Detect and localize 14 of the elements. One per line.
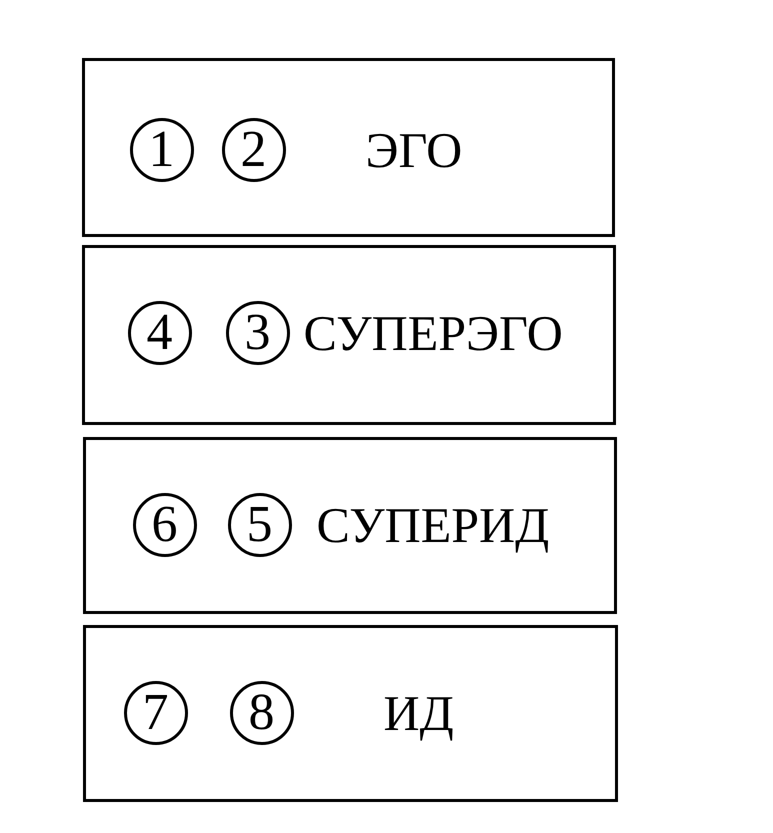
callout-number: 8	[230, 680, 294, 744]
callout-number: 4	[128, 300, 192, 364]
layer-label: ЭГО	[366, 124, 462, 174]
layer-box	[83, 625, 618, 802]
callout-number: 3	[226, 300, 290, 364]
layer-box	[83, 437, 617, 614]
callout-number: 7	[124, 680, 188, 744]
callout-number: 2	[222, 118, 286, 182]
layer-box	[82, 245, 616, 425]
callout-number: 5	[228, 492, 292, 556]
layer-label: СУПЕРЭГО	[304, 308, 563, 358]
callout-number: 6	[132, 492, 196, 556]
layer-box	[82, 58, 615, 237]
callout-number: 1	[130, 118, 194, 182]
